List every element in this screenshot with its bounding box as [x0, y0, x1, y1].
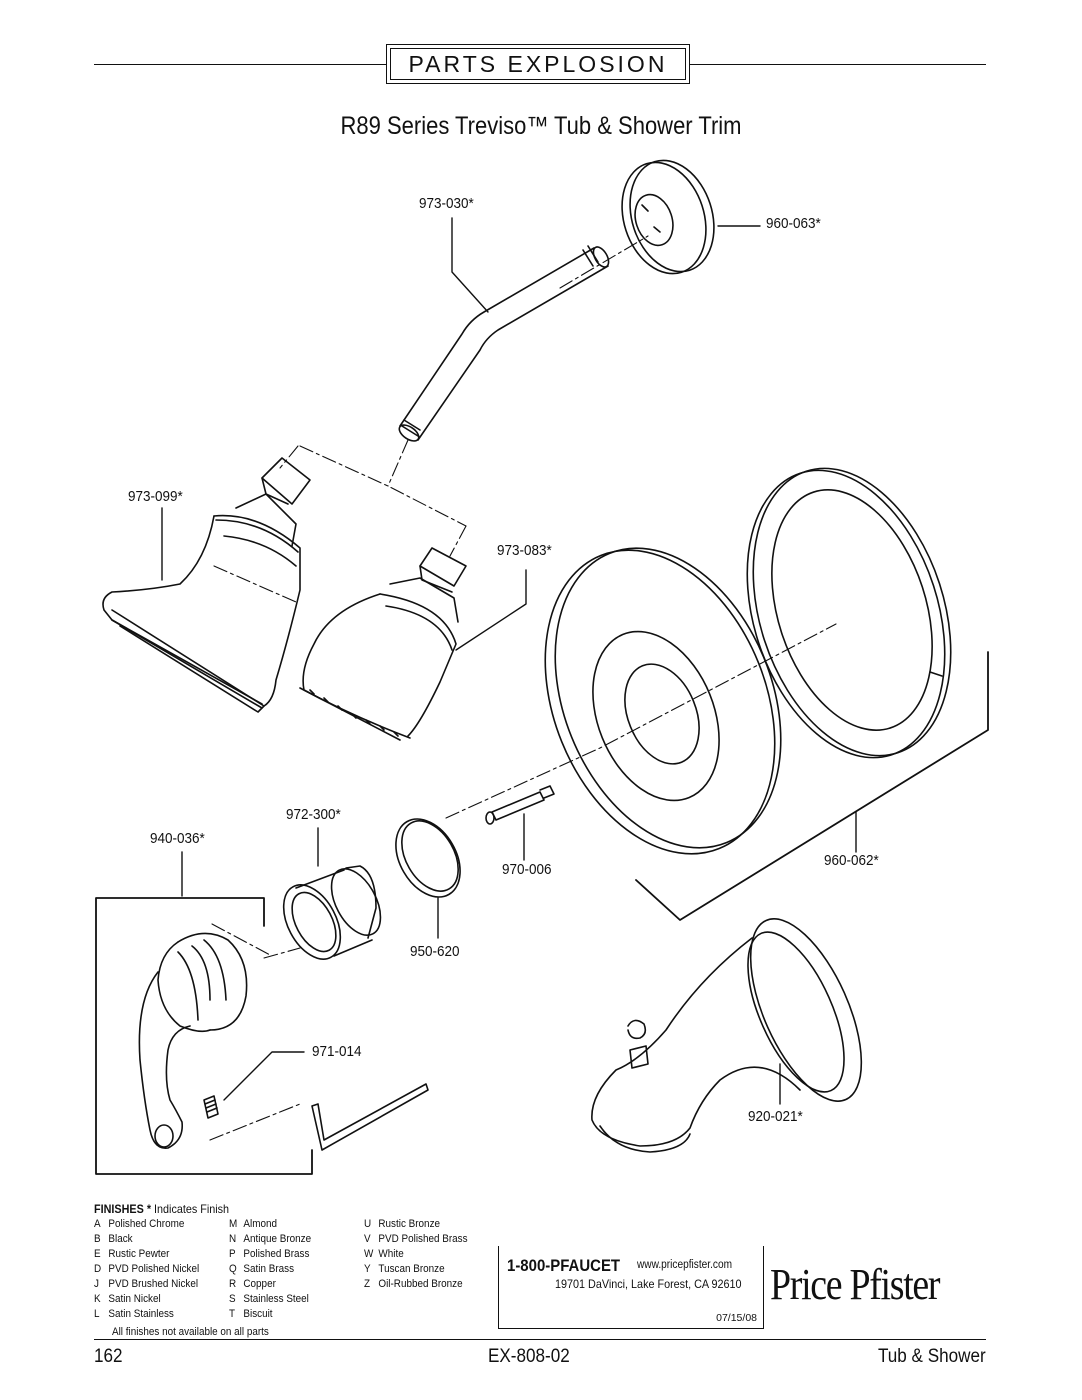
section-header-box: PARTS EXPLOSION	[386, 44, 690, 84]
finishes-note-text: Indicates Finish	[154, 1202, 230, 1216]
header-rule-right	[690, 64, 986, 65]
tub-spout-drawing	[591, 918, 863, 1153]
part-label-tub-spout: 920-021*	[748, 1108, 803, 1125]
part-label-sleeve: 972-300*	[286, 806, 341, 823]
part-label-set-screw: 971-014	[312, 1043, 362, 1060]
arm-flange-drawing	[621, 159, 715, 275]
contact-box: 1-800-PFAUCET www.pricepfister.com 19701…	[498, 1246, 764, 1329]
section-header: PARTS EXPLOSION	[390, 48, 686, 80]
handle-drawing	[138, 932, 248, 1149]
brand-logo: Price Pfister	[770, 1260, 941, 1309]
shower-arm-drawing	[398, 245, 610, 442]
footer-rule	[94, 1339, 986, 1340]
part-label-showerhead-973-083: 973-083*	[497, 542, 552, 559]
o-ring-drawing	[395, 818, 461, 898]
allen-wrench-drawing	[311, 1083, 429, 1151]
showerhead-973-099-drawing	[102, 457, 311, 713]
finishes-note-mark: *	[146, 1202, 152, 1216]
part-label-shower-arm: 973-030*	[419, 195, 474, 212]
website-link[interactable]: www.pricepfister.com	[637, 1259, 733, 1271]
set-screw-drawing	[203, 1095, 219, 1119]
cartridge-stem-drawing	[485, 785, 555, 825]
gasket-ring-drawing	[746, 467, 952, 759]
header-rule-left	[94, 64, 386, 65]
phone-number: 1-800-PFAUCET	[507, 1256, 621, 1275]
leader-971-014	[223, 1051, 305, 1101]
page-number: 162	[94, 1346, 123, 1367]
part-label-o-ring: 950-620	[410, 943, 460, 960]
escutcheon-bracket	[635, 651, 989, 921]
part-label-arm-flange: 960-063*	[766, 215, 821, 232]
part-label-showerhead-973-099: 973-099*	[128, 488, 183, 505]
leader-973-083	[455, 569, 527, 651]
part-label-escutcheon: 960-062*	[824, 852, 879, 869]
handle-bracket	[95, 897, 313, 1175]
part-label-handle: 940-036*	[150, 830, 205, 847]
showerhead-973-083-drawing	[299, 547, 467, 741]
sleeve-drawing	[282, 865, 382, 960]
revision-date: 07/15/08	[716, 1312, 757, 1324]
footer-category: Tub & Shower	[878, 1346, 986, 1367]
finishes-title: FINISHES	[94, 1202, 144, 1216]
escutcheon-drawing	[544, 547, 782, 855]
part-label-cartridge: 970-006	[502, 861, 552, 878]
address: 19701 DaVinci, Lake Forest, CA 92610	[555, 1277, 742, 1291]
finishes-heading: FINISHES * Indicates Finish	[94, 1202, 229, 1217]
document-code: EX-808-02	[488, 1346, 570, 1367]
finishes-footnote: All finishes not available on all parts	[112, 1326, 269, 1338]
diagram-title: R89 Series Treviso™ Tub & Shower Trim	[340, 112, 742, 140]
leader-973-030	[451, 217, 489, 313]
